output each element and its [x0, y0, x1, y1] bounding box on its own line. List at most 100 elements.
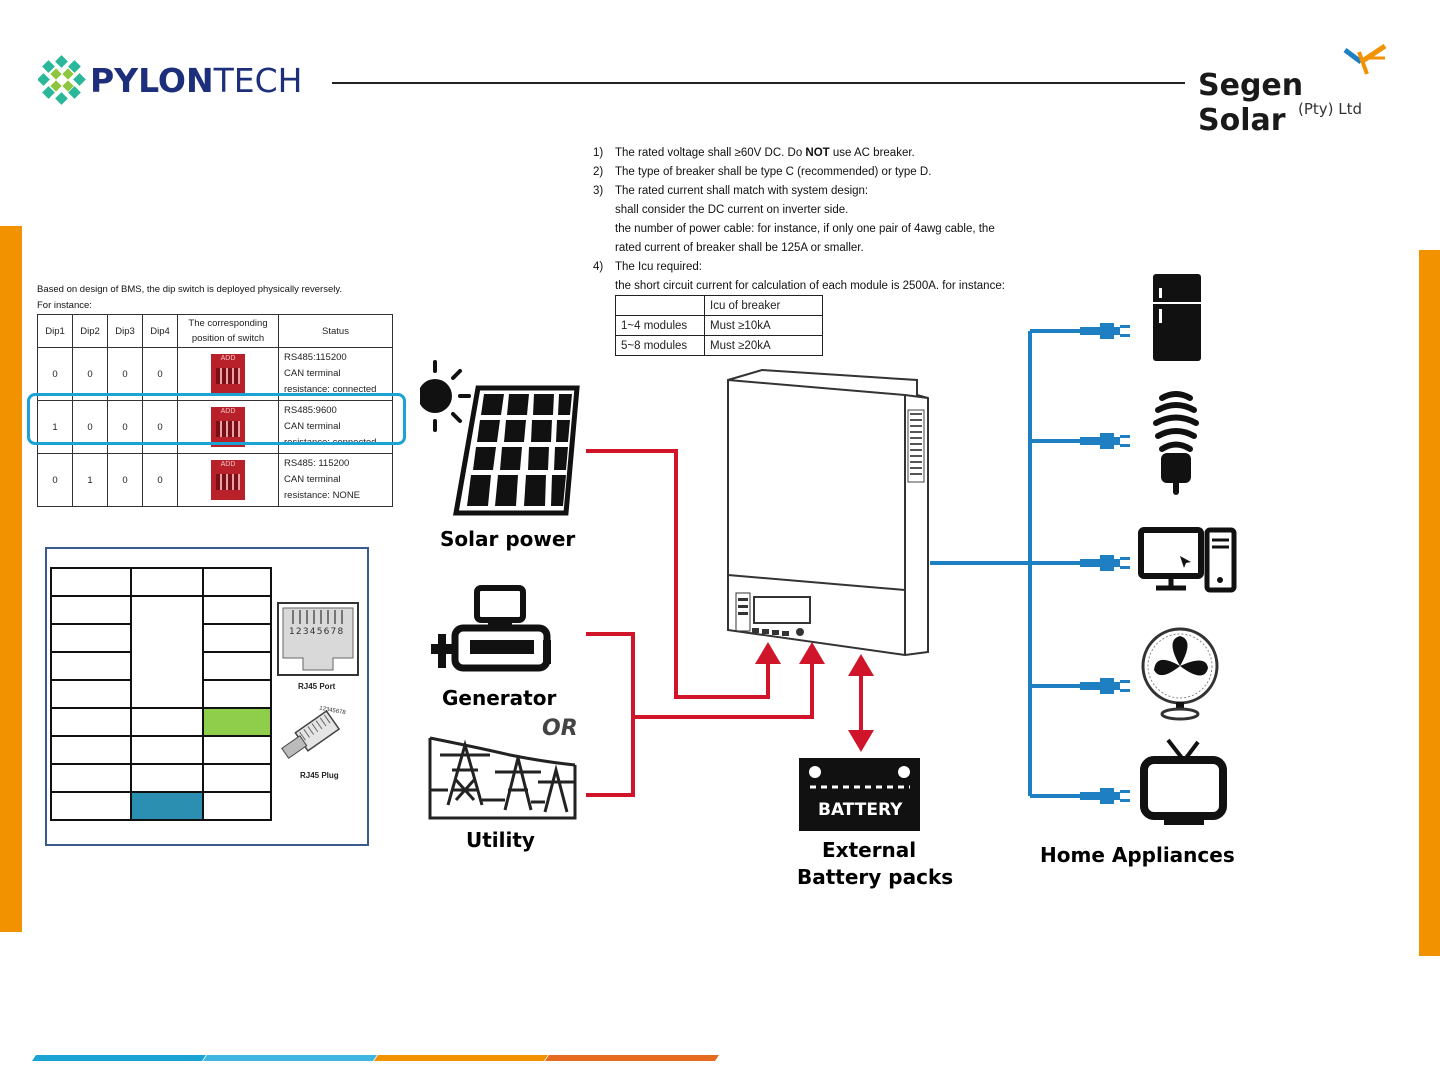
grid-cell — [202, 595, 272, 625]
note-line: rated current of breaker shall be 125A o… — [615, 242, 864, 254]
plug-connectors — [1080, 323, 1130, 804]
status-line: resistance: connected — [284, 384, 377, 395]
segen-word-b: Solar — [1198, 103, 1286, 138]
breaker-notes: 1)The rated voltage shall ≥60V DC. Do NO… — [593, 144, 1053, 296]
grid-cell-green — [202, 707, 272, 737]
pin-mapping-panel — [45, 547, 369, 846]
status-line: RS485:9600 — [284, 405, 337, 416]
note-text: The type of breaker shall be type C (rec… — [615, 166, 932, 178]
grid-row — [50, 763, 272, 793]
note-text: The rated voltage shall ≥60V DC. Do — [615, 147, 806, 159]
grid-cell — [50, 791, 132, 821]
status-line: RS485:115200 — [284, 352, 347, 363]
grid-cell — [202, 735, 272, 765]
status-cell: RS485: 115200 CAN terminal resistance: N… — [278, 453, 393, 507]
generator-label: Generator — [442, 686, 556, 710]
table-cell: 0 — [72, 347, 108, 401]
left-accent-bar — [0, 226, 22, 932]
grid-cell — [50, 567, 132, 597]
rj45-port-label: RJ45 Port — [298, 682, 336, 691]
battery-text: BATTERY — [818, 800, 903, 820]
rj45-plug-icon: 12345678 — [278, 702, 360, 772]
note-line: 2)The type of breaker shall be type C (r… — [593, 163, 1053, 182]
segen-word-a: Segen — [1198, 68, 1304, 103]
table-header-cell: Dip1 — [37, 314, 73, 348]
dip-switch-add-label: ADD — [220, 355, 236, 362]
battery-label-line2: Battery packs — [797, 865, 953, 889]
computer-icon — [1138, 527, 1237, 593]
dip-switch-image: ADD — [211, 460, 245, 500]
grid-cell — [130, 707, 204, 737]
table-row: 0 0 0 0 ADD RS485:115200 CAN terminal re… — [37, 347, 393, 401]
tv-icon — [1140, 738, 1227, 825]
pylontech-mark-icon — [37, 55, 86, 105]
note-bold: NOT — [805, 147, 830, 159]
status-line: RS485: 115200 — [284, 458, 350, 469]
grid-cell — [50, 707, 132, 737]
grid-cell — [130, 567, 204, 597]
red-wire-generator — [586, 632, 814, 797]
dip-switch-cell: ADD — [177, 347, 279, 401]
status-line: CAN terminal — [284, 419, 387, 435]
note-line: 3)The rated current shall match with sys… — [593, 182, 1053, 201]
table-header-cell: Dip2 — [72, 314, 108, 348]
segen-subtitle: (Pty) Ltd — [1298, 100, 1363, 118]
or-label: OR — [542, 716, 578, 741]
solar-label: Solar power — [440, 527, 575, 551]
table-row: 0 1 0 0 ADD RS485: 115200 CAN terminal r… — [37, 453, 393, 507]
grid-cell — [50, 763, 132, 793]
status-cell: RS485:115200 CAN terminal resistance: co… — [278, 347, 393, 401]
table-header-cell: The corresponding position of switch — [177, 314, 279, 348]
dip-switch-cell: ADD — [177, 453, 279, 507]
grid-cell — [130, 763, 204, 793]
rj45-port-icon: 12345678 — [277, 602, 359, 676]
arrow-up-icon — [755, 642, 781, 664]
icu-table: Icu of breaker 1~4 modules Must ≥10kA 5~… — [615, 295, 823, 356]
battery-icon: BATTERY — [799, 758, 920, 831]
grid-cell — [202, 791, 272, 821]
grid-cell — [202, 567, 272, 597]
note-line: 4)The Icu required: — [593, 258, 1053, 277]
note-num: 4) — [593, 261, 604, 273]
rj45-plug-label: RJ45 Plug — [300, 771, 339, 780]
table-header-cell: Dip4 — [142, 314, 178, 348]
grid-cell — [130, 735, 204, 765]
note-text: use AC breaker. — [829, 147, 915, 159]
table-cell: 0 — [142, 347, 178, 401]
dip-switch-image: ADD — [211, 407, 245, 447]
grid-row — [50, 567, 272, 597]
note-line: the short circuit current for calculatio… — [615, 280, 1005, 292]
fridge-icon — [1153, 274, 1201, 361]
arrow-up-icon — [799, 642, 825, 664]
table-cell: 0 — [142, 453, 178, 507]
table-cell: Must ≥20kA — [704, 335, 823, 356]
grid-row — [50, 707, 272, 737]
footer-stripes — [32, 1048, 722, 1061]
pylontech-wordmark: PYLONTECH — [90, 61, 302, 100]
note-line: the number of power cable: for instance,… — [615, 223, 995, 235]
table-header-cell: Status — [278, 314, 393, 348]
status-text: CAN terminal — [284, 421, 341, 432]
table-cell: 0 — [142, 400, 178, 454]
highlight-row-box — [27, 393, 406, 445]
table-cell: 0 — [107, 453, 143, 507]
header-rule — [332, 82, 1185, 84]
grid-cell — [202, 623, 272, 653]
grid-cell-blue — [130, 791, 204, 821]
battery-label-line1: External — [822, 838, 916, 862]
red-wire-solar — [586, 449, 770, 699]
grid-row — [50, 595, 272, 709]
grid-row — [50, 651, 272, 681]
bms-note: Based on design of BMS, the dip switch i… — [37, 282, 407, 314]
note-line: 1)The rated voltage shall ≥60V DC. Do NO… — [593, 144, 1053, 163]
rj45-port-digits: 12345678 — [289, 627, 345, 637]
fan-icon — [1141, 627, 1219, 721]
bms-note-line: For instance: — [37, 300, 92, 311]
dip-switch-add-label: ADD — [220, 408, 236, 415]
solar-panel-icon — [453, 385, 580, 516]
table-cell: 0 — [37, 453, 73, 507]
table-header-row: Dip1 Dip2 Dip3 Dip4 The corresponding po… — [37, 314, 393, 348]
sun-icon — [420, 360, 471, 432]
grid-cell — [130, 595, 204, 709]
table-cell: 0 — [37, 347, 73, 401]
